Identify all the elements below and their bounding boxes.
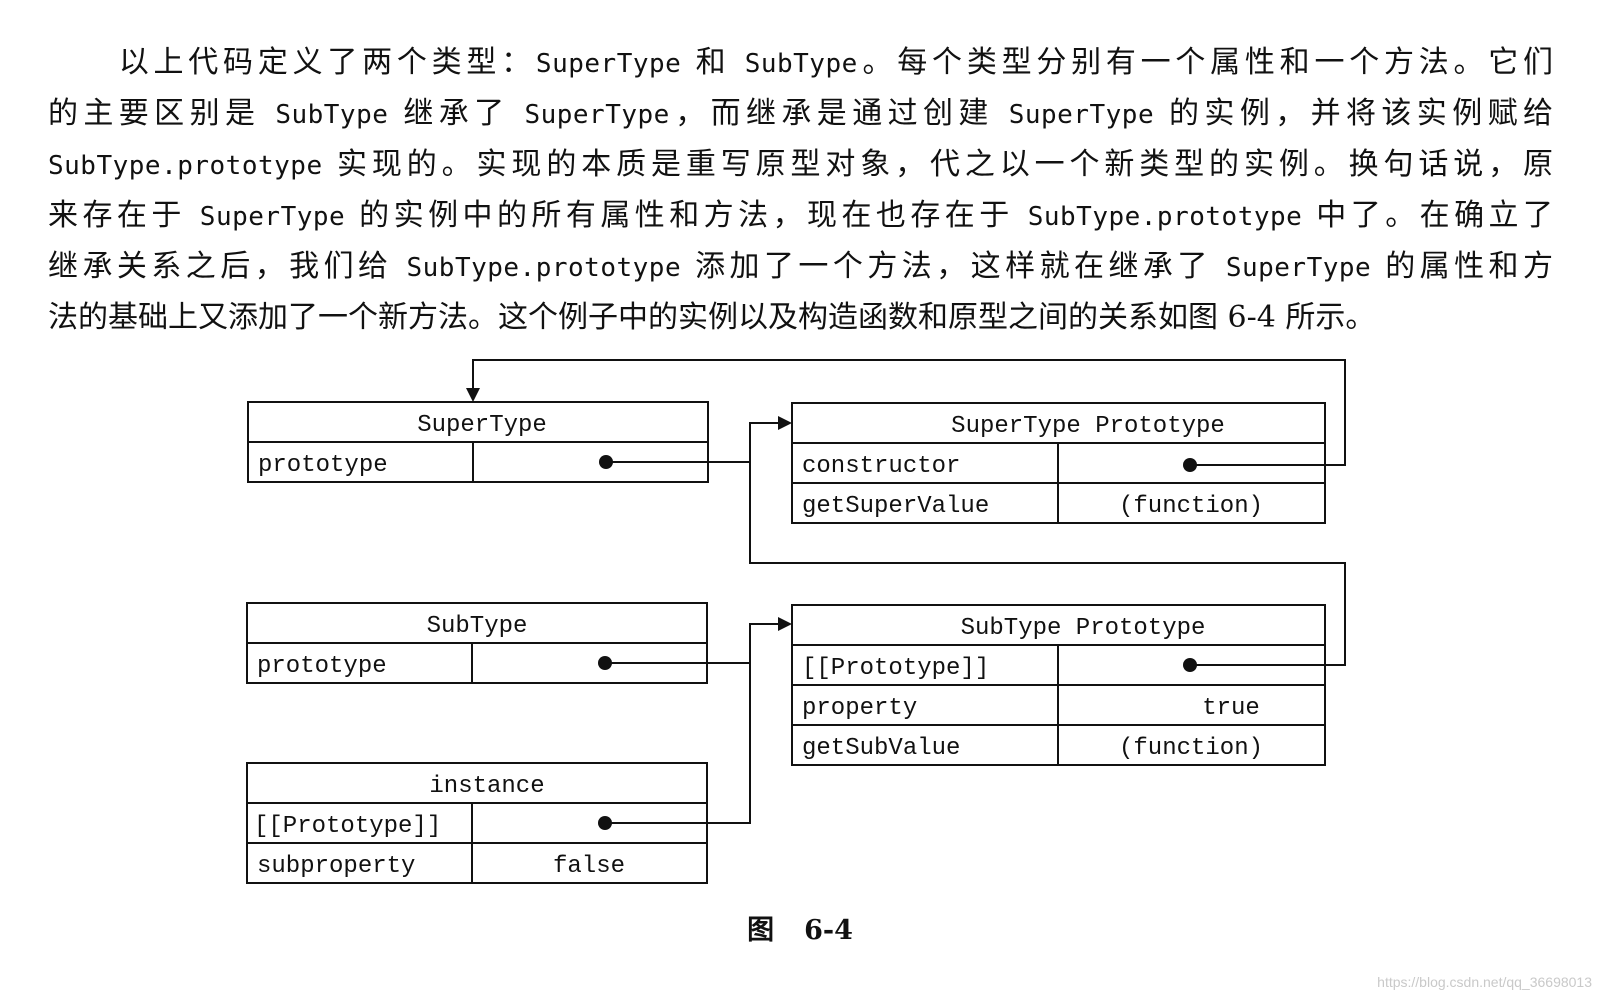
inline-code: SuperType	[1008, 100, 1155, 130]
text-run: 中了。在确立了	[1302, 198, 1553, 233]
getsupervalue-key: getSuperValue	[802, 493, 989, 520]
inline-code: SubType.prototype	[406, 253, 682, 283]
subtype-prototype-key: prototype	[257, 653, 387, 680]
subtype-title: SubType	[427, 613, 528, 640]
getsubvalue-key: getSubValue	[802, 735, 960, 762]
body-paragraph: 以上代码定义了两个类型：SuperType 和 SubType。每个类型分别有一…	[48, 38, 1553, 343]
inline-code: SubType	[744, 49, 858, 79]
subtype-box: SubType prototype	[246, 602, 708, 684]
getsupervalue-value: (function)	[1119, 493, 1263, 520]
text-run: 的实例中的所有属性和方法，现在也存在于	[345, 198, 1028, 233]
caption-label: 图	[747, 915, 775, 946]
instance-title: instance	[429, 773, 544, 800]
subtype-prototype-proto-key: [[Prototype]]	[802, 655, 989, 682]
caption-number: 6-4	[804, 915, 853, 946]
constructor-arrow	[466, 359, 1346, 466]
subproperty-key: subproperty	[257, 853, 415, 880]
text-run: 的实例，并将该实例赋给	[1154, 96, 1553, 131]
connectors	[466, 359, 1346, 824]
supertype-prototype-key: prototype	[258, 452, 388, 479]
instance-box: instance [[Prototype]] subproperty false	[246, 762, 708, 884]
subproperty-value: false	[553, 853, 625, 880]
subtype-prototype-arrow	[605, 617, 792, 664]
text-run: 继承关系之后，我们给	[48, 249, 407, 284]
text-run: 的主要区别是	[48, 96, 276, 131]
supertype-prototype-box: SuperType Prototype constructor getSuper…	[791, 402, 1326, 524]
text-run: 法的基础上又添加了一个新方法。这个例子中的实例以及构造函数和原型之间的关系如图 …	[48, 300, 1376, 335]
text-run: 以上代码定义了两个类型：	[114, 45, 536, 80]
text-run: 添加了一个方法，这样就在继承了	[681, 249, 1226, 284]
inline-code: SuperType	[1225, 253, 1372, 283]
subtype-prototype-box: SubType Prototype [[Prototype]] property…	[791, 604, 1326, 766]
text-run: 实现的。实现的本质是重写原型对象，代之以一个新类型的实例。换句话说，原	[322, 147, 1553, 182]
text-run: 继承了	[388, 96, 525, 131]
subtype-proto-link	[749, 462, 1346, 666]
inline-code: SubType.prototype	[48, 151, 323, 181]
inline-code: SuperType	[524, 100, 670, 130]
paragraph-line: 法的基础上又添加了一个新方法。这个例子中的实例以及构造函数和原型之间的关系如图 …	[48, 293, 1553, 343]
supertype-box: SuperType prototype	[247, 401, 709, 483]
text-run: 的属性和方	[1371, 249, 1553, 284]
paragraph-line: SubType.prototype 实现的。实现的本质是重写原型对象，代之以一个…	[48, 140, 1553, 191]
property-value: true	[1202, 695, 1260, 722]
paragraph-line: 的主要区别是 SubType 继承了 SuperType，而继承是通过创建 Su…	[48, 89, 1553, 140]
text-run: ，而继承是通过创建	[669, 96, 1009, 131]
figure-caption: 图 6-4	[0, 908, 1600, 947]
watermark: https://blog.csdn.net/qq_36698013	[1377, 974, 1592, 990]
supertype-title: SuperType	[417, 412, 547, 439]
text-run: 和	[681, 45, 745, 80]
property-key: property	[802, 695, 917, 722]
paragraph-line: 来存在于 SuperType 的实例中的所有属性和方法，现在也存在于 SubTy…	[48, 191, 1553, 242]
paragraph-line: 继承关系之后，我们给 SubType.prototype 添加了一个方法，这样就…	[48, 242, 1553, 293]
supertype-prototype-arrow	[606, 416, 792, 463]
instance-proto-key: [[Prototype]]	[254, 813, 441, 840]
inline-code: SuperType	[535, 49, 682, 79]
subtype-prototype-title: SubType Prototype	[961, 615, 1206, 642]
inline-code: SuperType	[199, 202, 346, 232]
getsubvalue-value: (function)	[1119, 735, 1263, 762]
inline-code: SubType.prototype	[1027, 202, 1303, 232]
text-run: 来存在于	[48, 198, 200, 233]
constructor-key: constructor	[802, 453, 960, 480]
supertype-prototype-title: SuperType Prototype	[951, 413, 1225, 440]
text-run: 。每个类型分别有一个属性和一个方法。它们	[857, 45, 1554, 80]
paragraph-line: 以上代码定义了两个类型：SuperType 和 SubType。每个类型分别有一…	[48, 38, 1553, 89]
instance-proto-link	[605, 663, 751, 824]
inline-code: SubType	[275, 100, 389, 130]
